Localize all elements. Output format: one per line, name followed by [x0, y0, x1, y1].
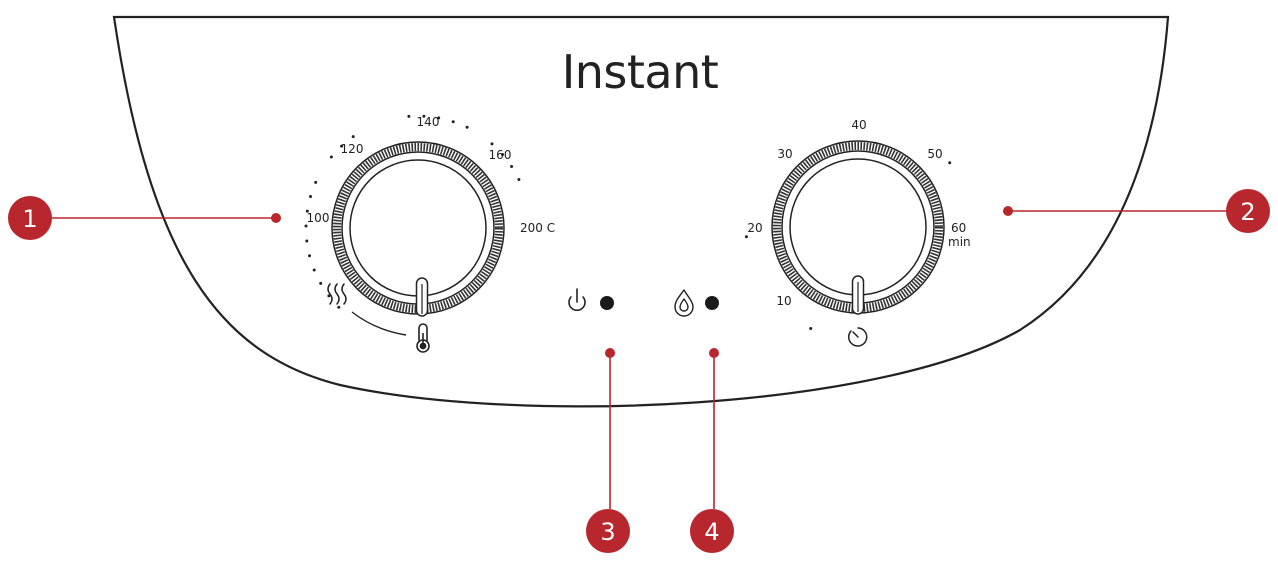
heating-indicator	[674, 289, 719, 317]
scale-dot	[319, 281, 323, 285]
callout-3: 3	[586, 348, 630, 553]
temp-label-120: 120	[341, 142, 364, 156]
scale-dot	[304, 224, 308, 228]
timer-dial-pointer	[851, 275, 865, 315]
callout-number-4: 4	[704, 518, 719, 546]
callout-2: 2	[1003, 189, 1270, 233]
timer-label-10: 10	[776, 294, 791, 308]
scale-dot	[337, 305, 341, 309]
timer-label-20: 20	[747, 221, 762, 235]
callout-4: 4	[690, 348, 734, 553]
scale-dot	[744, 235, 748, 239]
scale-dot	[948, 161, 952, 165]
heat-waves-icon	[327, 283, 347, 305]
scale-dot	[465, 125, 469, 129]
scale-dot	[305, 239, 309, 243]
scale-dot	[314, 180, 318, 184]
temperature-dial[interactable]	[331, 141, 505, 317]
timer-dial[interactable]	[771, 140, 945, 315]
scale-dot	[490, 142, 494, 146]
timer-label-30: 30	[777, 147, 792, 161]
timer-label-50: 50	[927, 147, 942, 161]
temp-label-100: 100	[307, 211, 330, 225]
temperature-range-arc	[351, 311, 407, 336]
scale-dot	[351, 135, 355, 139]
temp-label-140: 140	[417, 115, 440, 129]
heating-indicator-light	[705, 296, 719, 310]
timer-icon	[847, 327, 868, 347]
scale-dot	[422, 114, 426, 118]
callout-number-3: 3	[600, 518, 615, 546]
timer-label-40: 40	[851, 118, 866, 132]
scale-dot	[327, 294, 331, 298]
thermometer-icon	[416, 323, 430, 353]
callout-1: 1	[8, 196, 281, 240]
timer-label-unit: min	[948, 235, 971, 249]
callout-number-2: 2	[1240, 198, 1255, 226]
timer-scale-dots	[744, 161, 952, 330]
temp-label-160: 160	[489, 148, 512, 162]
temperature-dial-pointer	[415, 277, 429, 317]
temperature-scale-dots	[304, 114, 521, 309]
scale-dot	[329, 155, 333, 159]
scale-dot	[309, 195, 312, 198]
callout-number-1: 1	[22, 205, 37, 233]
scale-dot	[340, 144, 344, 148]
scale-dot	[308, 254, 311, 258]
scale-dot	[501, 153, 504, 156]
flame-icon	[674, 289, 694, 317]
temp-label-200: 200 C	[520, 221, 555, 235]
scale-dot	[305, 209, 309, 213]
scale-dot	[517, 178, 521, 181]
panel-outline	[112, 15, 1170, 408]
power-indicator-light	[600, 296, 614, 310]
scale-dot	[312, 268, 316, 272]
scale-dot	[809, 327, 813, 330]
scale-dot	[437, 116, 441, 120]
power-icon	[568, 288, 586, 312]
brand-logo: Instant	[562, 45, 719, 99]
scale-dot	[451, 120, 455, 124]
scale-dot	[510, 165, 514, 168]
power-indicator	[568, 288, 614, 312]
scale-dot	[407, 114, 411, 118]
timer-label-60: 60	[951, 221, 966, 235]
